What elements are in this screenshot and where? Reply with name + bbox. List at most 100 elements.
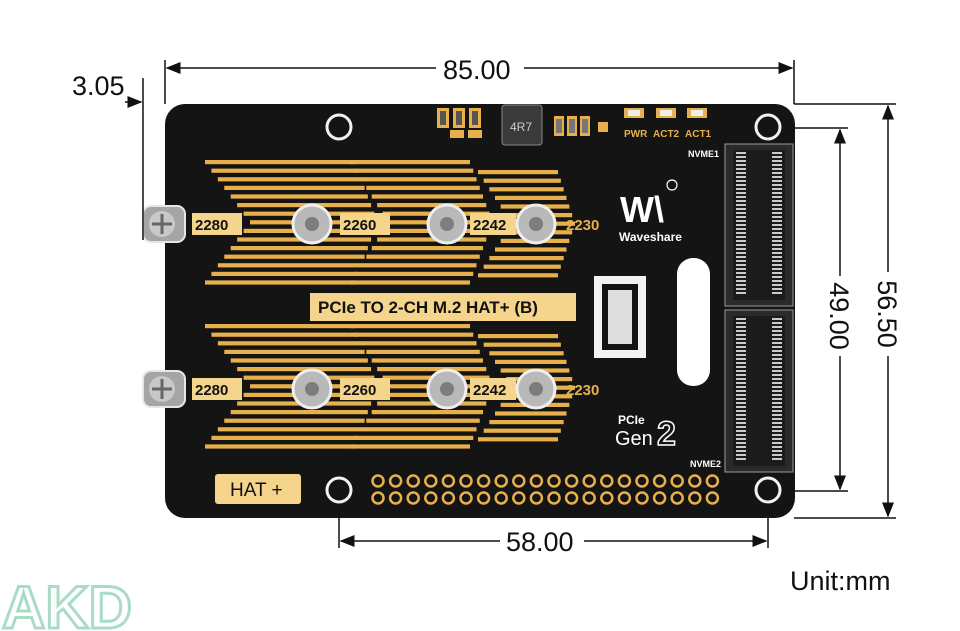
- connector-pin: [736, 382, 746, 384]
- connector-pin: [772, 350, 782, 352]
- connector-pin: [736, 180, 746, 182]
- gpio-pin-hole: [564, 474, 579, 488]
- standoff: [426, 368, 468, 410]
- connector-pin: [736, 172, 746, 174]
- connector-pin: [772, 268, 782, 270]
- connector-pin: [736, 196, 746, 198]
- gpio-pin-hole: [600, 474, 614, 488]
- led-label-act1: ACT1: [685, 129, 712, 140]
- gold-stripe: [224, 185, 365, 190]
- gold-stripe: [205, 160, 355, 165]
- connector-pin: [772, 382, 782, 384]
- gold-stripe: [360, 263, 477, 268]
- waveshare-logo-mark: W\: [620, 189, 664, 230]
- gpio-pin-hole: [512, 491, 526, 505]
- connector-pin: [736, 284, 746, 286]
- connector-pin: [772, 288, 782, 290]
- connector-pin: [736, 450, 746, 452]
- connector-pin: [736, 204, 746, 206]
- connector-pin: [772, 406, 782, 408]
- connector-pin: [736, 406, 746, 408]
- connector-pin: [736, 374, 746, 376]
- gold-stripe: [230, 358, 368, 363]
- standoffs: [291, 203, 557, 410]
- connector-pin: [772, 338, 782, 340]
- connector-pin: [736, 224, 746, 226]
- gold-stripe: [360, 427, 477, 432]
- gold-stripe: [355, 435, 474, 440]
- gold-stripe: [483, 428, 561, 433]
- gpio-pin-hole: [564, 491, 579, 505]
- dim-bottom-width: 58.00: [506, 527, 574, 557]
- connector-pin: [736, 390, 746, 392]
- gold-stripe: [230, 246, 368, 251]
- size-label-2280: 2280: [195, 217, 228, 234]
- connector-pin: [736, 188, 746, 190]
- gold-stripe: [377, 367, 487, 372]
- connector-pin: [772, 224, 782, 226]
- connector-pin: [772, 244, 782, 246]
- connector-pin: [772, 212, 782, 214]
- connector-pin: [772, 228, 782, 230]
- gold-stripe: [224, 418, 365, 423]
- connector-pin: [736, 334, 746, 336]
- connector-pin: [772, 402, 782, 404]
- connector-pin: [772, 276, 782, 278]
- connector-pin: [736, 268, 746, 270]
- standoff: [291, 368, 333, 410]
- connector-pin: [772, 232, 782, 234]
- gpio-pin-hole: [652, 474, 667, 488]
- gold-stripe: [360, 177, 477, 182]
- connector-pin: [772, 318, 782, 320]
- gold-stripe: [230, 194, 368, 199]
- gold-stripe: [377, 401, 487, 406]
- connector-pin: [772, 256, 782, 258]
- connector-pin: [736, 192, 746, 194]
- gpio-pin-hole: [441, 474, 456, 488]
- connector-pin: [772, 200, 782, 202]
- brand-name: Waveshare: [619, 230, 682, 244]
- dim-top-width: 85.00: [443, 55, 511, 85]
- connector-pin: [736, 256, 746, 258]
- connector-pin: [772, 272, 782, 274]
- connector-pin: [772, 386, 782, 388]
- connector-pin: [736, 422, 746, 424]
- connector-pin: [736, 338, 746, 340]
- gold-stripe: [377, 203, 487, 208]
- connector-pin: [736, 330, 746, 332]
- gpio-pin-hole: [617, 491, 632, 505]
- gold-stripe: [489, 187, 564, 192]
- connector-pin: [772, 330, 782, 332]
- gpio-pin-hole: [600, 491, 614, 505]
- gpio-pin-hole: [617, 474, 632, 488]
- connector-pin: [772, 450, 782, 452]
- connector-pin: [736, 350, 746, 352]
- mounting-hole-top-right: [754, 113, 782, 141]
- gold-stripe: [211, 168, 359, 173]
- size-label-2242-b: 2242: [473, 382, 506, 399]
- connector-pin: [736, 152, 746, 154]
- connector-pin: [772, 264, 782, 266]
- connector-pin: [772, 458, 782, 460]
- smd-components: [437, 108, 608, 138]
- connector-pin: [772, 398, 782, 400]
- m2-connector-nvme1: [724, 143, 794, 307]
- gpio-pin-hole: [635, 474, 649, 488]
- gold-stripe: [371, 358, 484, 363]
- gold-stripe: [211, 435, 359, 440]
- connector-pin: [772, 378, 782, 380]
- gold-stripe: [355, 168, 474, 173]
- gpio-pin-hole: [441, 491, 456, 505]
- connector-pin: [772, 394, 782, 396]
- connector-pin: [772, 216, 782, 218]
- gold-stripe: [355, 271, 474, 276]
- gpio-pin-hole: [635, 491, 649, 505]
- hat-plus-label: HAT +: [215, 474, 301, 504]
- connector-pin: [736, 446, 746, 448]
- oblong-slot: [677, 258, 710, 386]
- gpio-pin-hole: [670, 491, 684, 505]
- m2-connector-nvme2: [724, 309, 794, 473]
- connector-pin: [736, 426, 746, 428]
- connector-pin: [736, 458, 746, 460]
- gold-stripe: [217, 427, 362, 432]
